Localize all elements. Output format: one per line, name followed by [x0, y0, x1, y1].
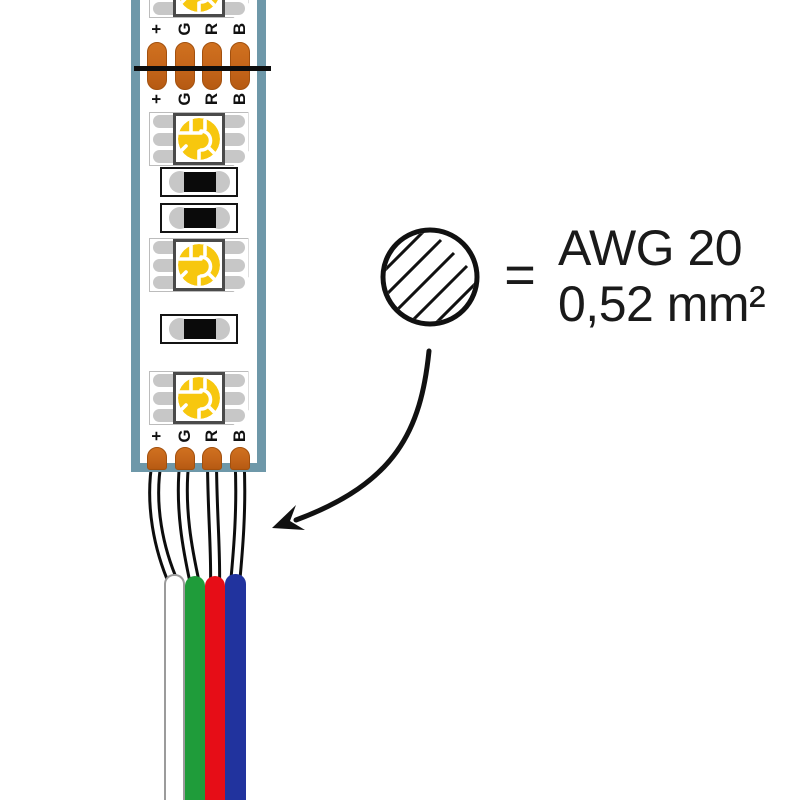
strip-end-edge — [131, 463, 266, 472]
lead-red-core — [209, 457, 219, 587]
solder-pad-end — [202, 447, 222, 470]
solder-pad-end — [174, 447, 195, 470]
led-chip-icon — [177, 118, 220, 160]
cable-wire-blue — [225, 574, 246, 800]
hatch-lines — [385, 232, 475, 322]
lead-plus-core — [151, 457, 177, 587]
resistor — [160, 167, 238, 197]
curved-arrow-icon — [272, 348, 432, 530]
wire-gauge-label: AWG 20 — [558, 220, 743, 276]
led-lens-frame — [172, 0, 225, 17]
led-module — [149, 371, 249, 425]
led-lens-frame — [172, 239, 225, 291]
cable-wire-red — [205, 576, 225, 800]
resistor-body — [184, 208, 216, 228]
solder-pad-end — [229, 447, 250, 470]
led-chip-icon — [177, 377, 220, 419]
wire-area-label: 0,52 mm² — [558, 276, 766, 332]
wire-cross-section-icon — [380, 227, 480, 327]
cable-wire-green — [185, 576, 205, 800]
led-strip: + G R B + G R B — [131, 0, 266, 472]
led-module — [149, 112, 249, 166]
resistor — [160, 203, 238, 233]
strip-rail-left — [131, 0, 140, 472]
solder-pad-end — [147, 447, 167, 470]
cable-wire-white — [164, 574, 185, 800]
led-chip-icon — [177, 244, 220, 286]
led-lens-frame — [172, 113, 225, 165]
led-module — [149, 238, 249, 292]
resistor-body — [184, 172, 216, 192]
led-chip-icon — [177, 0, 220, 12]
led-lens-frame — [172, 372, 225, 424]
led-module-partial — [149, 0, 249, 18]
strip-rail-right — [257, 0, 266, 472]
resistor — [160, 314, 238, 344]
equals-sign: = — [504, 245, 536, 305]
wire-spec-text: AWG 20 0,52 mm² — [558, 220, 766, 332]
resistor-body — [184, 319, 216, 339]
cut-line — [134, 66, 271, 71]
lead-blue-core — [232, 457, 244, 587]
lead-green-core — [179, 457, 198, 587]
